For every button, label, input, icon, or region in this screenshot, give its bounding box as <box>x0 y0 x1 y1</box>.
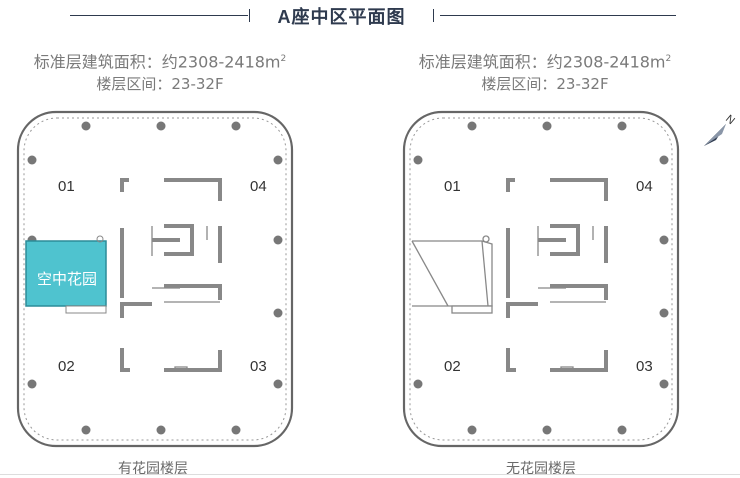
floor-plan-with-garden: 01 04 02 03 空中花园 <box>12 108 298 453</box>
title-tick-right <box>433 9 434 22</box>
unit-03: 03 <box>636 358 653 375</box>
sky-garden-label: 空中花园 <box>36 270 97 288</box>
core-thin-lines <box>537 226 606 372</box>
area-spec: 标准层建筑面积：约2308-2418m2 <box>33 52 287 72</box>
floor-range: 楼层区间：23-32F <box>96 75 224 94</box>
floor-range: 楼层区间：23-32F <box>481 75 609 94</box>
floor-plan-drawing <box>16 110 294 448</box>
outer-wall <box>402 110 680 448</box>
columns <box>413 121 669 435</box>
unit-03: 03 <box>250 358 267 375</box>
area-spec: 标准层建筑面积：约2308-2418m2 <box>418 52 672 72</box>
caption-with-garden: 有花园楼层 <box>118 461 188 477</box>
unit-04: 04 <box>636 178 653 195</box>
bottom-divider <box>0 474 740 475</box>
void-outline <box>411 235 493 314</box>
spec-right: 标准层建筑面积：约2308-2418m2 楼层区间：23-32F <box>395 47 695 94</box>
unit-04: 04 <box>250 178 267 195</box>
unit-02: 02 <box>58 358 75 375</box>
facade-line <box>23 117 287 441</box>
north-arrow-icon <box>704 124 726 146</box>
core-thin-lines <box>151 226 220 372</box>
outer-wall <box>16 110 294 448</box>
unit-02: 02 <box>444 358 461 375</box>
header: A座中区平面图 <box>0 0 740 34</box>
spec-left: 标准层建筑面积：约2308-2418m2 楼层区间：23-32F <box>10 47 310 94</box>
core-walls <box>506 178 608 372</box>
unit-01: 01 <box>444 178 461 195</box>
floor-plan-drawing <box>402 110 680 448</box>
title-tick-left <box>249 9 250 22</box>
facade-line <box>409 117 673 441</box>
caption-without-garden: 无花园楼层 <box>506 461 576 477</box>
page-title: A座中区平面图 <box>277 7 406 27</box>
sky-garden-area <box>25 240 107 307</box>
title-divider-left <box>70 15 248 16</box>
title-divider-right <box>440 15 676 16</box>
floor-plan-without-garden: 01 04 02 03 <box>398 108 684 453</box>
unit-01: 01 <box>58 178 75 195</box>
core-walls <box>120 178 222 372</box>
garden-balcony <box>65 305 107 314</box>
